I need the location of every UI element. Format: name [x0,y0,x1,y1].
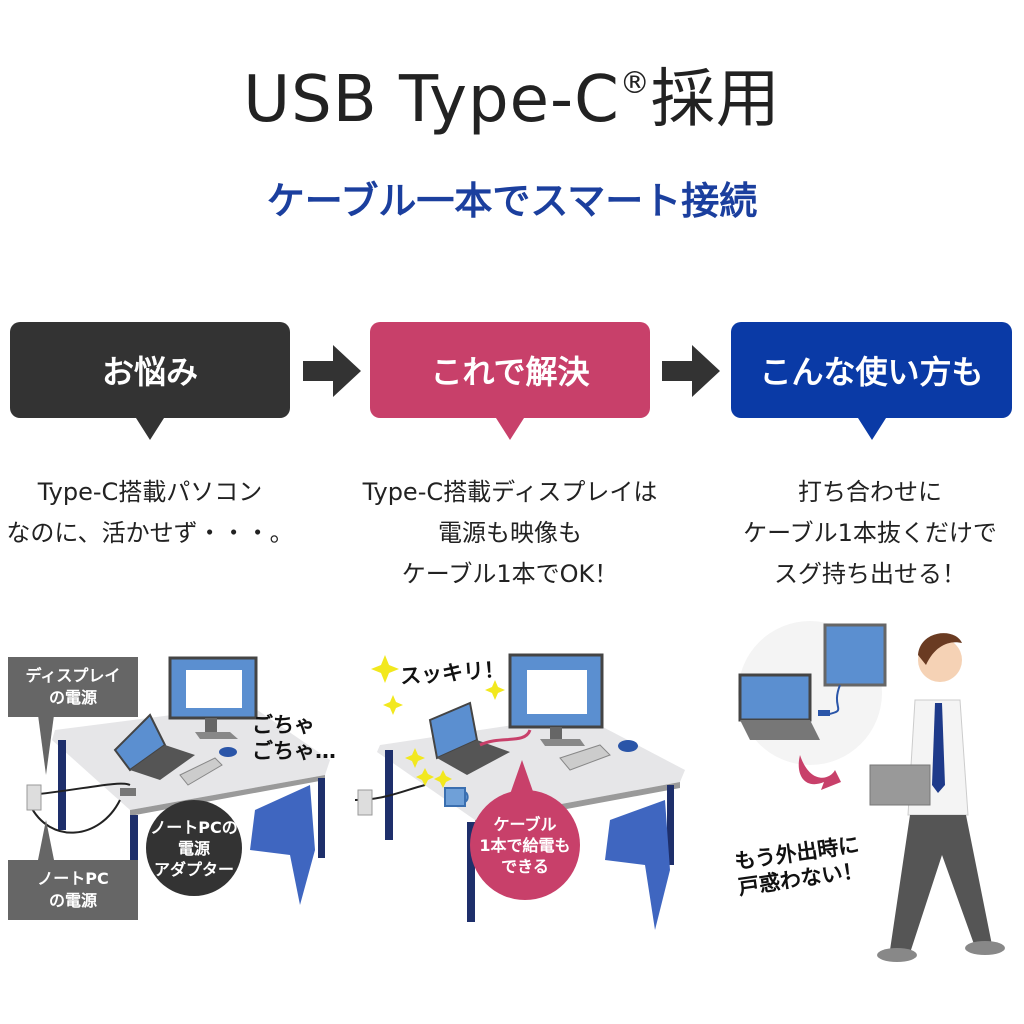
display-power-label: ディスプレイ の電源 [8,657,138,717]
step-label: こんな使い方も [759,353,984,391]
label-line: ディスプレイ [25,666,121,685]
step-solution-description: Type-C搭載ディスプレイは 電源も映像も ケーブル1本でOK！ [340,472,680,595]
messy-desk-illustration [26,656,330,915]
bubble-line: 電源 [177,838,210,858]
walking-man-illustration [738,621,1005,962]
step-usage-header: こんな使い方も [731,322,1012,440]
desc-line: 電源も映像も [438,519,582,547]
notepc-power-label: ノートPC の電源 [8,860,138,920]
step-problem-description: Type-C搭載パソコン なのに、活かせず・・・。 [0,472,320,554]
exclaim-line: ごちゃ… [252,739,336,763]
desc-line: ケーブル1本抜くだけで [743,519,997,547]
page-title: USB Type-C®採用 [0,48,1024,140]
step-problem-header: お悩み [10,322,290,440]
step-solution-header: これで解決 [370,322,650,440]
adapter-bubble: ノートPCの電源アダプター [146,800,242,896]
label-line: の電源 [48,891,97,910]
desc-line: 打ち合わせに [798,478,942,506]
pointer-triangle [857,418,886,440]
desc-line: Type-C搭載パソコン [37,478,263,506]
bubble-line: アダプター [153,859,234,879]
arrow-right-icon [662,345,720,397]
subtitle: ケーブル一本でスマート接続 [266,179,758,223]
bubble-line: できる [501,856,549,876]
step-usage-description: 打ち合わせに ケーブル1本抜くだけで スグ持ち出せる！ [700,472,1024,595]
pointer-triangle [496,418,524,440]
bubble-line: ノートPCの [150,817,238,837]
messy-exclamation: ごちゃ ごちゃ… [252,712,336,764]
desc-line: スグ持ち出せる！ [774,560,966,588]
exclaim-line: ごちゃ [252,713,315,737]
registered-mark: ® [619,66,651,101]
desc-line: Type-C搭載ディスプレイは [362,478,658,506]
title-suffix: 採用 [650,63,781,137]
bubble-line: ケーブル [493,814,557,834]
title-text: USB Type-C [243,63,620,137]
bubble-line: 1本で給電も [479,835,571,855]
label-line: の電源 [48,688,97,707]
desc-line: ケーブル1本でOK！ [401,560,619,588]
arrow-right-icon [303,345,361,397]
desc-line: なのに、活かせず・・・。 [6,519,294,547]
pointer-triangle [38,715,54,775]
step-label: お悩み [101,353,198,391]
pointer-triangle [136,418,164,440]
pointer-triangle [38,820,54,860]
label-line: ノートPC [37,869,109,888]
step-label: これで解決 [430,353,590,391]
